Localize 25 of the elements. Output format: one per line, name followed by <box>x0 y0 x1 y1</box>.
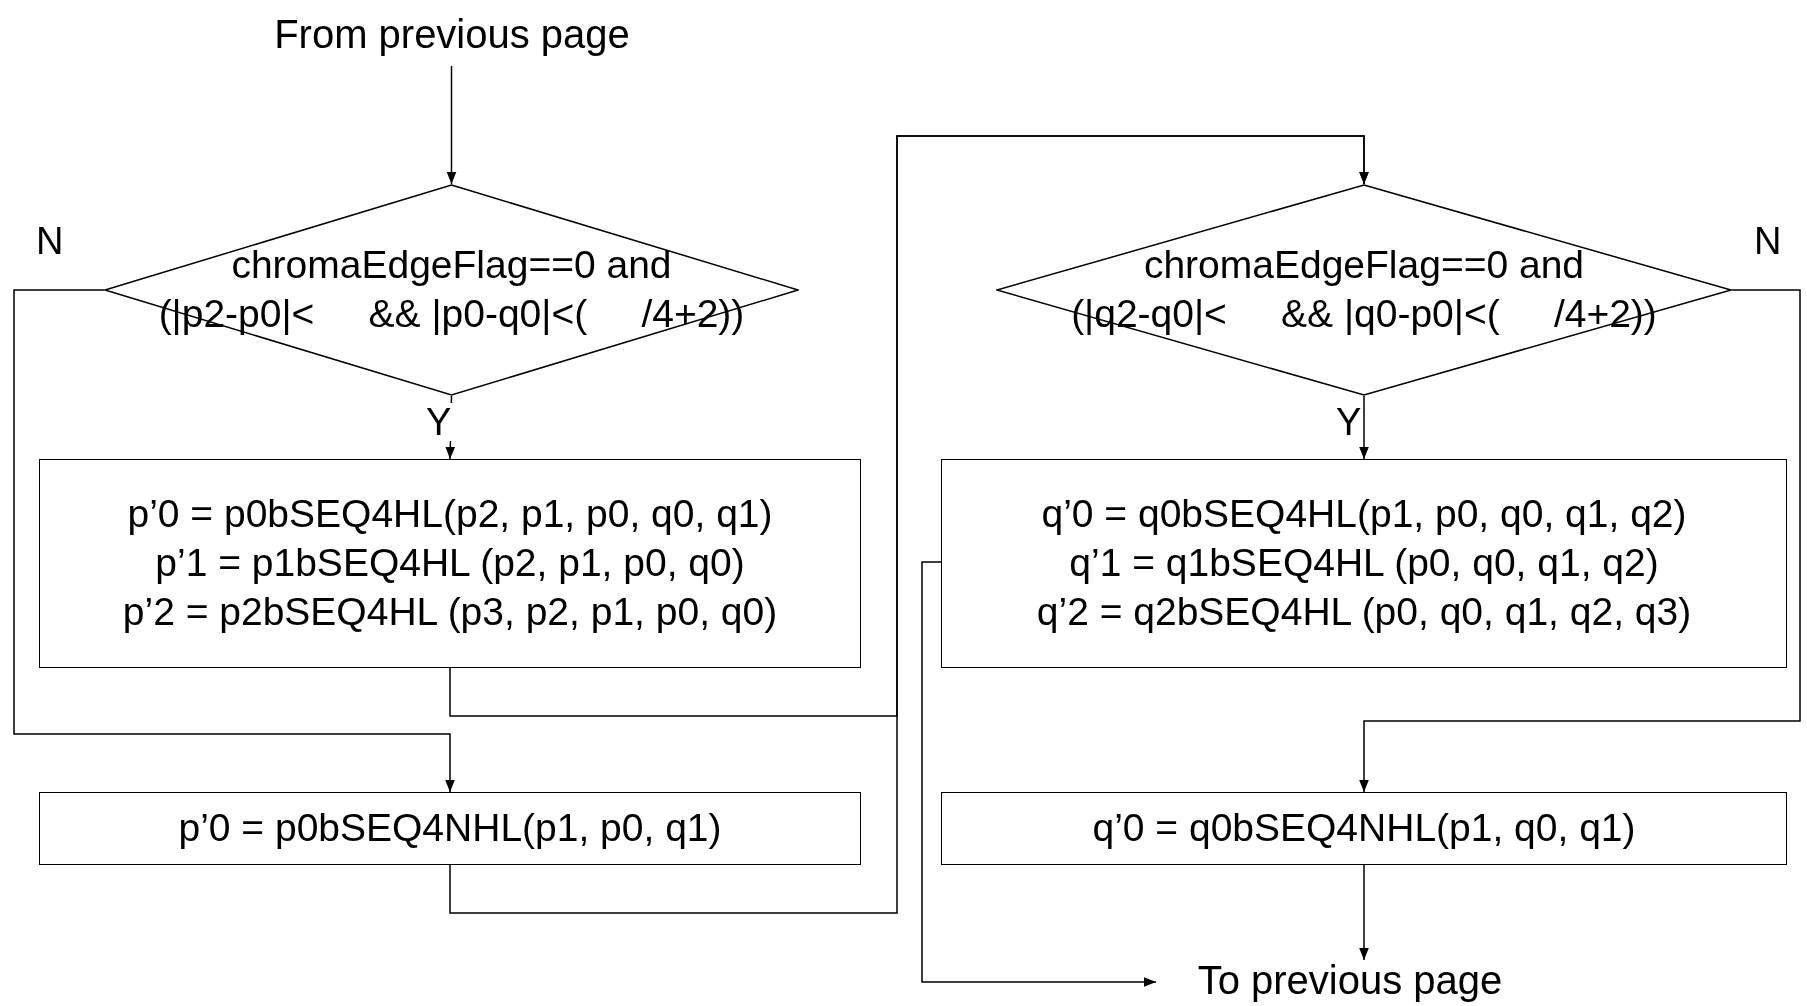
statement-text: q’1 = q1bSEQ4HL (p0, q0, q1, q2) <box>1069 540 1659 587</box>
connector-text: From previous page <box>274 11 630 58</box>
condition-text: chromaEdgeFlag==0 and <box>231 242 672 289</box>
process-box <box>941 792 1787 865</box>
statement-text: q’0 = q0bSEQ4HL(p1, p0, q0, q1, q2) <box>1041 491 1687 538</box>
process-box <box>39 792 861 865</box>
process-box <box>39 459 861 668</box>
arrow <box>449 135 1369 914</box>
statement-text: q’2 = q2bSEQ4HL (p0, q0, q1, q2, q3) <box>1036 588 1692 635</box>
connector-text: To previous page <box>1197 957 1503 1004</box>
arrow <box>1359 395 1369 460</box>
statement-text: p’2 = p2bSEQ4HL (p3, p2, p1, p0, q0) <box>122 588 778 635</box>
arrow <box>13 289 455 793</box>
statement-text: p’1 = p1bSEQ4HL (p2, p1, p0, q0) <box>155 540 745 587</box>
statement-text: q’0 = q0bSEQ4NHL(p1, q0, q1) <box>1092 805 1636 852</box>
condition-text: (|q2-q0|< && |q0-p0|<( /4+2)) <box>1071 291 1657 337</box>
edge-label: Y <box>424 403 454 441</box>
arrow <box>446 65 457 185</box>
process-box <box>941 459 1787 668</box>
arrow <box>921 561 1157 987</box>
arrow <box>1359 864 1369 961</box>
arrow <box>1359 289 1801 793</box>
statement-text: p’0 = p0bSEQ4NHL(p1, p0, q1) <box>178 805 722 852</box>
condition-text: chromaEdgeFlag==0 and <box>1143 242 1585 289</box>
statement-text: p’0 = p0bSEQ4HL(p2, p1, p0, q0, q1) <box>127 491 773 538</box>
